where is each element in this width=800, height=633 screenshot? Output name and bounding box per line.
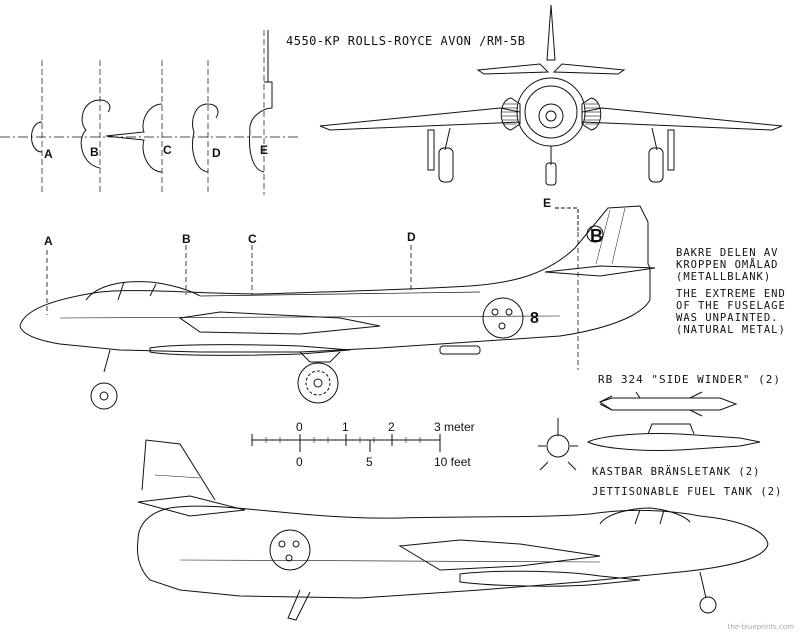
missile-label: RB 324 "SIDE WINDER" (2) (598, 373, 781, 386)
fuselage-number: 8 (530, 310, 539, 327)
side-marker-c: C (248, 232, 257, 246)
scale-meter-1: 1 (342, 420, 349, 434)
section-label-d: D (212, 146, 221, 160)
watermark: the-blueprints.com (727, 623, 794, 631)
front-view (319, 4, 783, 186)
side-note-en-2: OF THE FUSELAGE (676, 300, 786, 312)
tail-letter: B (590, 226, 603, 246)
engine-title: 4550-KP ROLLS-ROYCE AVON /RM-5B (286, 34, 526, 48)
side-view (19, 205, 656, 410)
tank-label-sv: KASTBAR BRÄNSLETANK (2) (592, 466, 761, 478)
side-note-en-3: WAS UNPAINTED. (676, 312, 779, 324)
side-note-en-1: THE EXTREME END (676, 288, 786, 300)
side-marker-b: B (182, 232, 191, 246)
section-label-e: E (260, 143, 269, 157)
side-note-en-4: (NATURAL METAL) (676, 324, 786, 336)
tank-label-en: JETTISONABLE FUEL TANK (2) (592, 486, 783, 498)
cross-sections (0, 30, 300, 195)
section-label-a: A (44, 147, 53, 161)
side-note-sv-3: (METALLBLANK) (676, 271, 772, 283)
section-label-b: B (90, 145, 99, 159)
side-marker-e: E (543, 196, 552, 210)
scale-meter-2: 2 (388, 420, 395, 434)
side-view-mirrored (137, 439, 769, 621)
scale-meter-3: 3 meter (434, 420, 475, 434)
side-note-sv-2: KROPPEN OMÅLAD (676, 259, 779, 271)
scale-feet-0: 0 (296, 455, 303, 469)
side-marker-d: D (407, 230, 416, 244)
scale-bar (251, 434, 441, 452)
scale-meter-0: 0 (296, 420, 303, 434)
scale-feet-5: 5 (366, 455, 373, 469)
side-note-sv-1: BAKRE DELEN AV (676, 247, 779, 259)
stores (538, 391, 761, 471)
side-marker-a: A (44, 234, 53, 248)
section-label-c: C (163, 143, 172, 157)
scale-feet-10: 10 feet (434, 455, 471, 469)
